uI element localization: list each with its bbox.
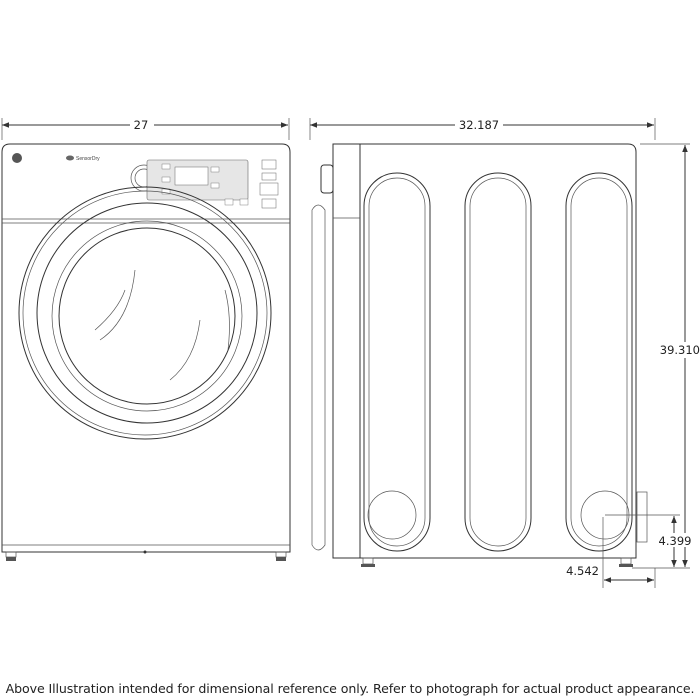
side-vents — [363, 172, 633, 552]
foot-right — [275, 551, 287, 558]
power-button[interactable] — [261, 159, 277, 170]
height-dimension-label: 39.310 — [660, 343, 700, 357]
brand-label: SensorDry — [76, 156, 100, 162]
reset-button[interactable] — [261, 198, 277, 209]
disclaimer-caption: Above Illustration intended for dimensio… — [5, 681, 695, 696]
door-glass — [58, 227, 236, 405]
exhaust-circle-left — [367, 490, 417, 540]
ge-logo-icon — [12, 153, 22, 163]
control-panel: SensorDry — [12, 153, 279, 209]
front-cabinet — [1, 143, 291, 553]
exhaust-vent — [636, 491, 648, 543]
side-cabinet — [359, 143, 637, 559]
width-dimension-label: 27 — [134, 118, 149, 132]
brand-logo-icon — [66, 155, 74, 161]
knob-profile — [320, 164, 334, 194]
side-view: 32.187 39.310 4.399 — [309, 118, 700, 588]
vent-offset-dimension-label: 4.542 — [566, 564, 599, 578]
vent-height-dimension-label: 4.399 — [659, 534, 692, 548]
door-profile — [311, 204, 326, 551]
front-view: 27 SensorDry — [1, 118, 291, 561]
foot-left — [5, 551, 17, 558]
start-button[interactable] — [259, 182, 279, 196]
depth-dimension-label: 32.187 — [459, 118, 499, 132]
pause-button[interactable] — [261, 172, 277, 181]
door — [18, 186, 272, 440]
display-screen — [174, 166, 209, 186]
